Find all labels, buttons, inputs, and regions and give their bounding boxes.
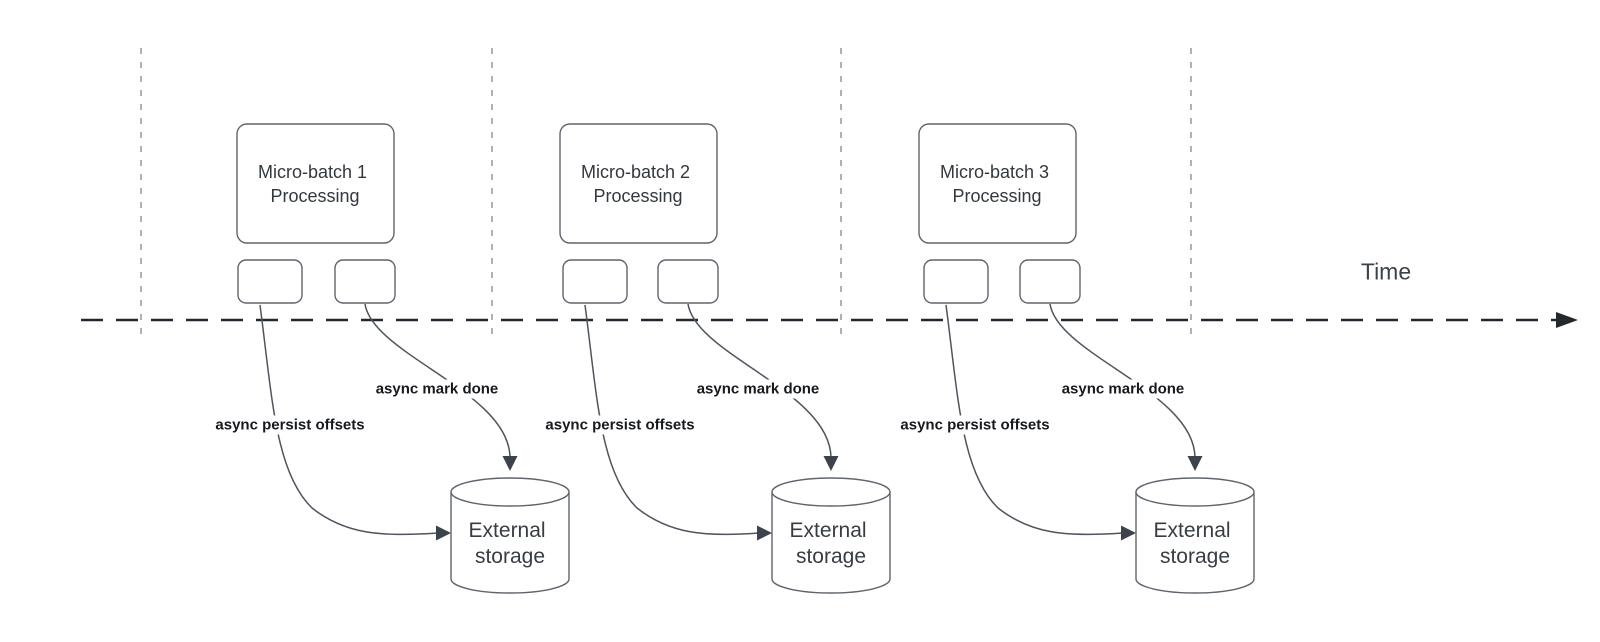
micro-batch-1-task-box-right <box>334 259 396 304</box>
external-storage-cylinder-top-3 <box>1135 477 1255 507</box>
external-storage-cylinder-3 <box>1135 492 1255 594</box>
micro-batch-3-task-box-left <box>923 259 989 304</box>
micro-batch-2-box-label: Micro-batch 2 Processing <box>581 162 695 206</box>
async-persist-offsets-arrowhead-1 <box>436 525 451 541</box>
micro-batch-3-box <box>918 123 1077 244</box>
external-storage-cylinder-top-2 <box>771 477 891 507</box>
timeline-arrowhead-icon <box>1556 312 1578 328</box>
async-mark-done-arrow-3 <box>1049 303 1196 459</box>
micro-batch-2-box <box>559 123 718 244</box>
micro-batch-1-box <box>236 123 395 244</box>
async-persist-offsets-arrowhead-2 <box>757 525 772 541</box>
async-mark-done-label-3: async mark done <box>1056 379 1190 399</box>
async-mark-done-arrowhead-1 <box>502 456 518 471</box>
async-persist-offsets-arrowhead-3 <box>1121 525 1136 541</box>
async-mark-done-label-2: async mark done <box>691 379 825 399</box>
async-persist-offsets-label-2: async persist offsets <box>540 415 700 435</box>
external-storage-label-1: External storage <box>469 519 552 568</box>
async-mark-done-arrowhead-2 <box>823 456 839 471</box>
async-mark-done-arrowhead-3 <box>1187 456 1203 471</box>
external-storage-cylinder-1 <box>450 492 570 594</box>
micro-batch-1-box-label: Micro-batch 1 Processing <box>258 162 372 206</box>
external-storage-cylinder-2 <box>771 492 891 594</box>
async-persist-offsets-arrow-1 <box>259 304 439 536</box>
async-persist-offsets-arrow-3 <box>945 304 1124 536</box>
time-axis-label: Time <box>1360 258 1412 285</box>
micro-batch-1-task-box-left <box>237 259 303 304</box>
micro-batch-2-task-box-left <box>562 259 628 304</box>
async-mark-done-label-1: async mark done <box>370 379 504 399</box>
async-persist-offsets-label-3: async persist offsets <box>895 415 1055 435</box>
external-storage-label-2: External storage <box>790 519 873 568</box>
micro-batch-3-box-label: Micro-batch 3 Processing <box>940 162 1054 206</box>
micro-batch-2-task-box-right <box>657 259 719 304</box>
external-storage-label-3: External storage <box>1154 519 1237 568</box>
async-persist-offsets-label-1: async persist offsets <box>210 415 370 435</box>
micro-batch-3-task-box-right <box>1019 259 1081 304</box>
async-persist-offsets-arrow-2 <box>584 304 760 536</box>
external-storage-cylinder-top-1 <box>450 477 570 507</box>
async-mark-done-arrow-2 <box>687 303 832 459</box>
async-mark-done-arrow-1 <box>364 303 511 459</box>
